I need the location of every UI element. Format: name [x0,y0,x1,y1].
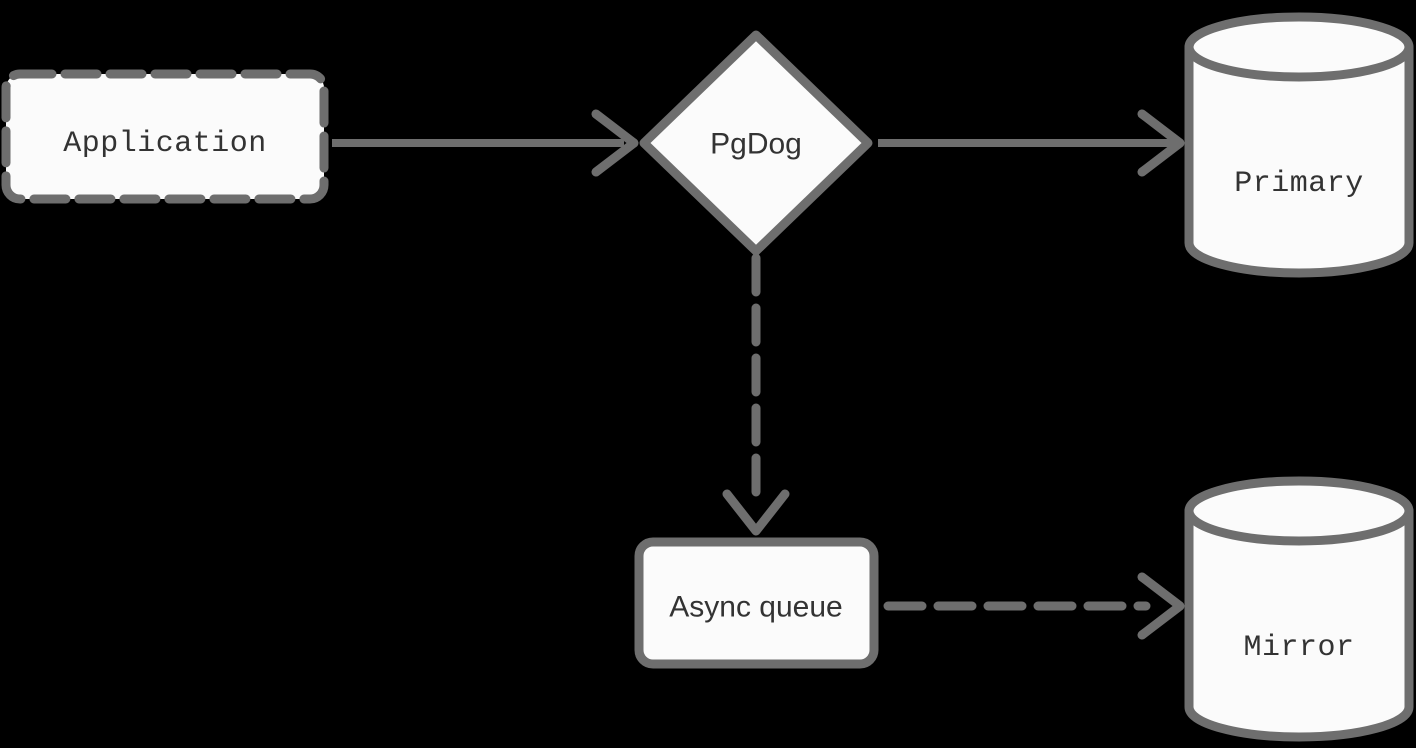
node-mirror-body [1184,506,1414,742]
edge-async-queue-to-mirror-arrowhead-icon [1137,572,1185,640]
edge-pgdog-to-primary [878,109,1185,177]
node-primary-top-ellipse [1184,12,1414,82]
node-primary-label: Primary [1234,167,1364,201]
node-async-queue[interactable]: Async queue [634,537,879,669]
edge-pgdog-to-primary-arrowhead-icon [1137,109,1185,177]
edge-async-queue-to-mirror [883,572,1185,640]
node-pgdog-label: PgDog [710,128,802,161]
edge-pgdog-to-async-queue-arrowhead-icon [722,489,790,536]
node-primary-body [1184,42,1414,278]
node-async-queue-label: Async queue [669,591,842,624]
edge-application-to-pgdog-arrowhead-icon [591,109,639,177]
edge-application-to-pgdog [332,109,639,177]
node-pgdog[interactable]: PgDog [639,30,873,256]
node-primary[interactable]: Primary [1184,12,1414,278]
node-application-shape [1,69,329,204]
edge-pgdog-to-async-queue [722,253,790,536]
node-application[interactable]: Application [1,69,329,204]
node-application-label: Application [63,127,267,161]
node-async-queue-shape [634,537,879,669]
node-mirror-label: Mirror [1243,631,1354,665]
node-pgdog-shape [639,30,873,256]
node-mirror[interactable]: Mirror [1184,476,1414,742]
node-mirror-top-ellipse [1184,476,1414,546]
